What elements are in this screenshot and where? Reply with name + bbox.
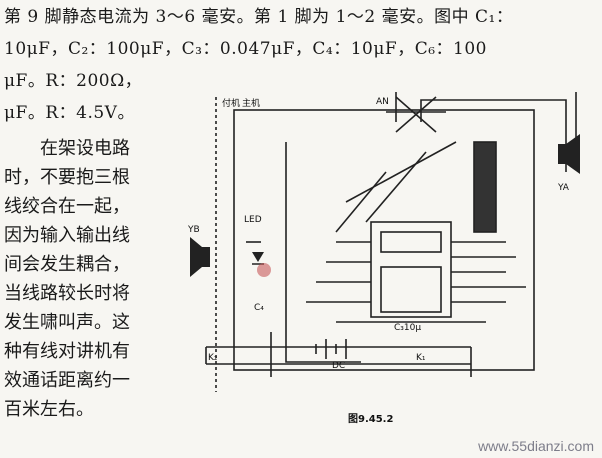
label-main-unit: 主机 [242,97,260,109]
body-column: 在架设电路 时，不要抱三根 线绞合在一起， 因为输入输出线 间会发生耦合， 当线… [4,134,190,424]
label-dc: DC [332,361,345,371]
text-line-2: 10μF，C₂：100μF，C₃：0.047μF，C₄：10μF，C₆：100 [4,39,487,59]
text-line-4: μF。R：4.5V。 [4,103,135,123]
label-k1: K₁ [416,353,426,363]
text-line-3: μF。R：200Ω， [4,71,143,91]
led-icon [252,252,271,277]
col-line: 当线路较长时将 [4,283,130,304]
text-line-1: 第 9 脚静态电流为 3～6 毫安。第 1 脚为 1～2 毫安。图中 C₁： [4,7,514,27]
circuit-diagram: 付机 主机 AN YA YB LED K₂ K₁ DC C₄ C₃10μ 图9.… [187,89,580,425]
watermark: www.55dianzi.com [478,438,594,454]
speaker-yb-icon [190,237,210,277]
label-sub-unit: 付机 [222,97,240,109]
label-k2: K₂ [208,353,218,363]
label-yb: YB [187,225,200,235]
col-line: 在架设电路 [4,138,130,159]
col-line: 线绞合在一起， [4,196,130,217]
figure-caption: 图9.45.2 [348,413,393,425]
col-line: 时，不要抱三根 [4,167,130,188]
label-led: LED [244,215,262,225]
speaker-ya-icon [558,134,580,174]
col-line: 因为输入输出线 [4,225,130,246]
circuit-figure: 付机 主机 AN YA YB LED K₂ K₁ DC C₄ C₃10μ 图9.… [186,89,598,438]
main-enclosure [233,109,535,371]
ic-block [370,221,452,318]
label-c3: C₃10μ [394,323,421,333]
col-line: 效通话距离约一 [4,370,130,391]
label-an: AN [376,97,389,107]
col-line: 百米左右。 [4,399,94,420]
label-c4: C₄ [254,303,264,313]
col-line: 间会发生耦合， [4,254,130,275]
col-line: 种有线对讲机有 [4,341,130,362]
label-ya: YA [557,183,570,193]
col-line: 发生啸叫声。这 [4,312,130,333]
